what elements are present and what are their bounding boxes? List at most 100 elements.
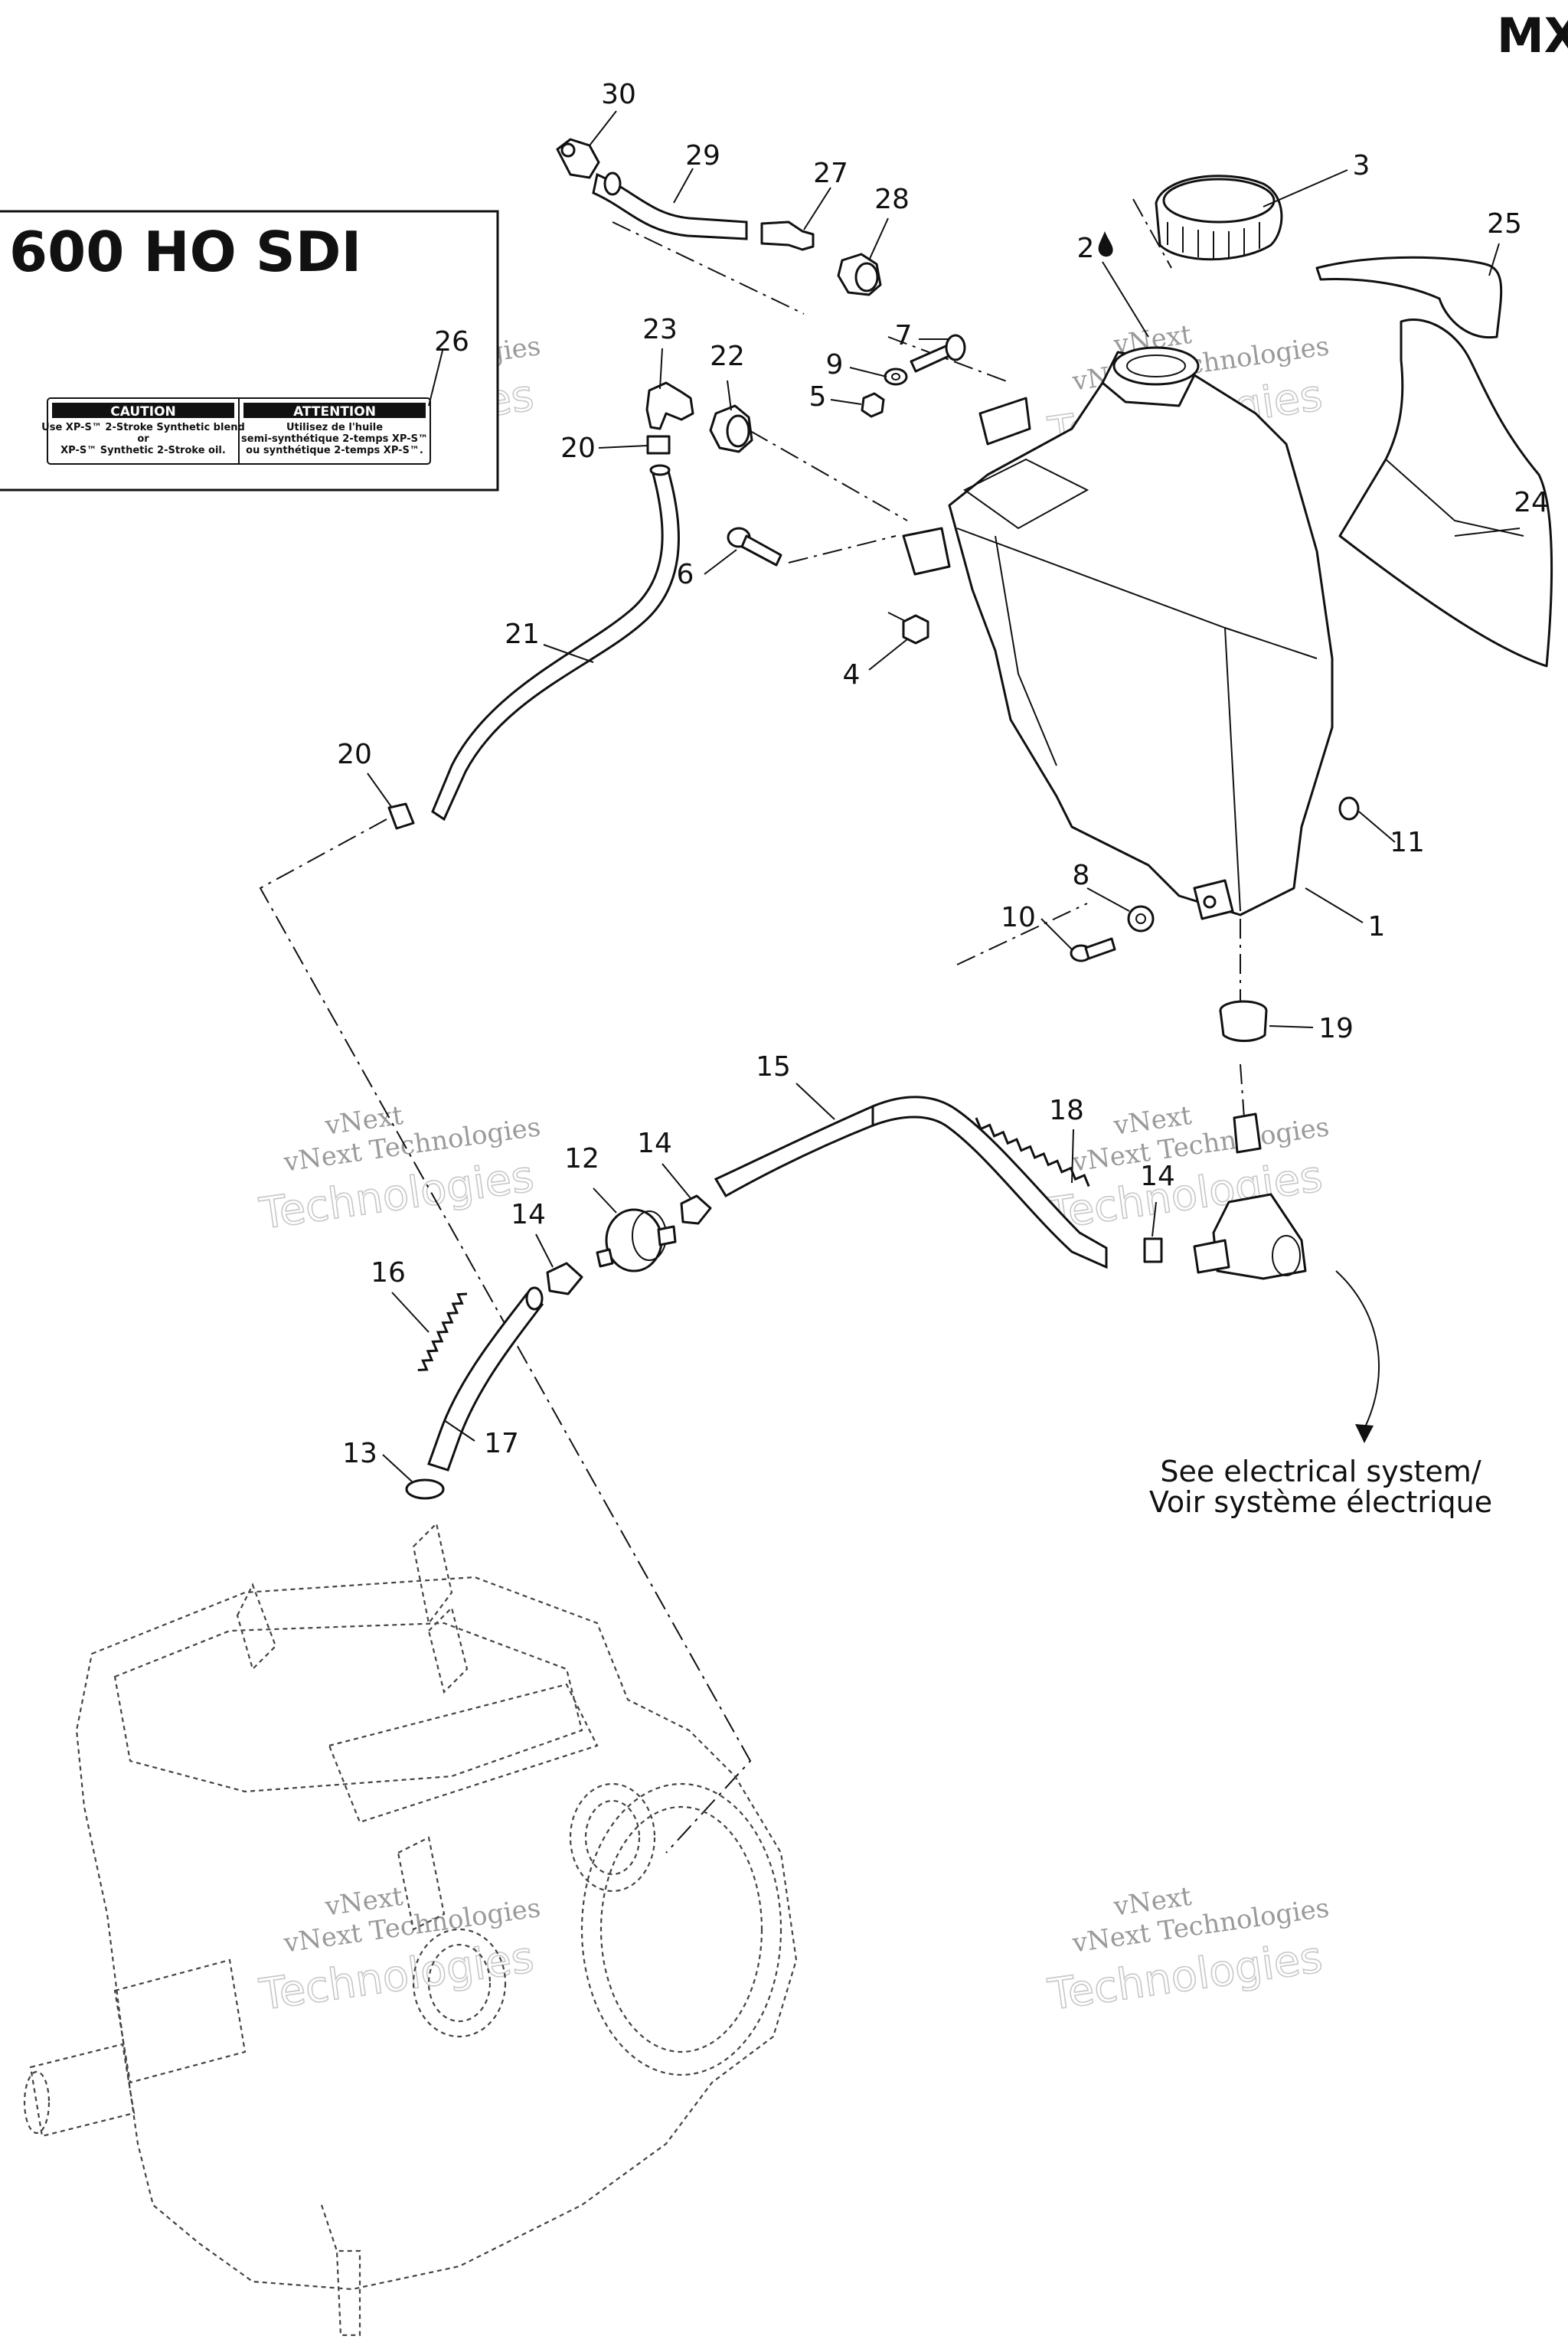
electrical-pointer-arrowhead [1355,1424,1374,1443]
oil-hose-15-right [871,1096,1108,1269]
leader-lines [367,110,1521,1482]
oil-level-sensor-fitting [1193,1112,1307,1280]
leader-5 [830,399,862,405]
leader-21 [543,644,594,663]
grommet-11 [1338,796,1360,821]
caution-fr-line3: ou synthétique 2-temps XP-S™. [246,445,423,456]
caution-fr-header-bg [243,403,426,418]
leader-10 [1040,918,1073,950]
leader-11 [1358,811,1396,843]
callout-23: 23 [642,314,678,345]
caution-fr-line2: semi-synthétique 2-temps XP-S™ [241,433,428,445]
vent-hose-clamp [603,172,622,196]
nut-4-body [902,614,929,645]
callout-26: 26 [434,326,469,358]
oil-hose-21 [431,464,680,822]
oil-tank-upper-bracket [978,397,1031,446]
clamp-14-left [546,1262,583,1295]
engine-injector-right [427,1606,469,1694]
model-code: MX [1497,8,1568,64]
oil-tank-top-panel [963,458,1089,530]
callout-14-right: 14 [1140,1161,1175,1192]
callout-4: 4 [843,659,861,691]
engine-head-cover [328,1683,599,1824]
leader-28 [868,217,889,261]
elbow-fitting-body [645,381,694,430]
callout-6: 6 [677,559,694,590]
grommet-19-body [1219,1010,1268,1042]
engine-cylinder-head [113,1622,583,1793]
engine-pto-end [23,2070,51,2135]
filler-neck-thread [1126,354,1186,377]
clamp-13-body [405,1478,445,1500]
nut-4 [902,614,929,645]
leader-14-left [535,1233,554,1268]
bolt-6-shank [740,534,782,567]
callout-17: 17 [484,1428,519,1459]
callout-19: 19 [1318,1013,1354,1044]
caution-fr-line1: Utilisez de l'huile [286,422,383,433]
electrical-note-line2: Voir système électrique [1149,1485,1492,1519]
lock-washer-9-body [1127,905,1155,933]
clamp-20-lower-body [387,802,415,830]
engine-oil-inlet-nipple [412,1521,453,1625]
heat-shield-25-body [1315,256,1503,339]
engine-injector-left [236,1583,277,1671]
oil-drop-icon [1098,231,1113,257]
lock-washer-9 [1127,905,1155,933]
leader-2 [1102,261,1149,338]
oil-cap-top [1162,178,1276,224]
oil-filter-inlet [596,1248,614,1268]
callout-20-upper: 20 [560,433,596,464]
grommet-22 [709,404,753,453]
oil-tank-lower-hole [1203,895,1217,909]
callout-15: 15 [756,1051,791,1083]
engine-intake-right-inner [584,1799,641,1876]
oil-cap-ribs [1167,222,1260,259]
leader-30 [589,110,617,146]
leader-14-right [1152,1201,1157,1237]
engine-oil-pump-line [320,2204,361,2337]
axis-line-10-to-tank [956,903,1088,965]
oil-tank-edge [1224,627,1241,912]
grommet-22-face [726,414,750,448]
clamp-20-lower [387,802,415,830]
caution-decal: CAUTION ATTENTION Use XP-S™ 2-Stroke Syn… [41,397,431,465]
leader-19 [1269,1025,1314,1028]
vent-hose-body [592,172,748,240]
callout-21: 21 [505,619,540,650]
vent-fitting-body [760,220,815,251]
model-box: 600 HO SDI CAUTION ATTENTION Use XP-S™ 2… [0,210,499,492]
oil-hose-15 [714,1096,1108,1269]
leader-25 [1488,243,1500,276]
callout-18: 18 [1049,1095,1084,1126]
nut-5-body [861,392,885,418]
leader-14-middle [662,1163,691,1199]
leader-16 [391,1292,430,1333]
caution-en-header-bg [52,403,234,418]
clamp-14-left-body [546,1262,583,1295]
grommet-11-body [1338,796,1360,821]
engine-pto-shaft [29,2043,136,2138]
clamp-13 [405,1478,445,1500]
callout-24: 24 [1514,487,1549,518]
leader-29 [673,168,694,204]
callout-22: 22 [710,341,745,372]
nut-5 [861,392,885,418]
leader-23 [659,348,663,390]
callout-30: 30 [601,79,636,110]
vent-valve-nipple [560,142,576,158]
leader-20-upper [598,445,648,449]
watermark-lower-left: vNext vNext Technologies Technologies [256,1881,542,2021]
oil-filter-outlet [657,1225,677,1246]
oil-filter-12 [596,1208,677,1272]
caution-en-title: CAUTION [110,404,176,420]
bolt-10-shank [1084,937,1116,960]
callout-25: 25 [1487,208,1522,240]
filler-neck [1101,346,1200,407]
oil-hose-17 [427,1286,544,1472]
oil-tank-body [948,358,1334,916]
callout-27: 27 [813,158,848,189]
filler-neck-mouth [1112,346,1200,386]
